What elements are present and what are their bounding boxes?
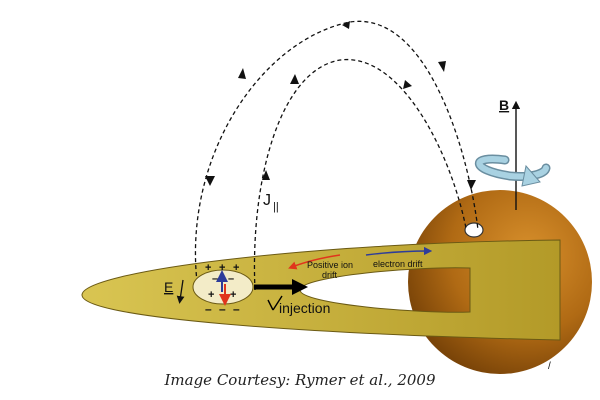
field-line-arrowhead <box>205 176 215 186</box>
field-line-arrowhead <box>467 180 476 190</box>
j-parallel-label: J <box>263 192 271 209</box>
injection-arrowhead <box>292 279 308 295</box>
injection-velocity-check <box>272 295 283 311</box>
rotation-arrowhead <box>521 164 541 187</box>
injection-velocity-check <box>267 299 274 311</box>
field-line-outer <box>194 20 479 291</box>
stray-mark: / <box>548 361 551 372</box>
e-field-arrow <box>176 279 185 304</box>
field-line-arrowhead <box>403 80 412 89</box>
b-field-label: B <box>499 97 509 113</box>
positive-ion-drift-label-2: drift <box>322 270 338 280</box>
positive-charge: + <box>208 289 214 301</box>
positive-charge: + <box>205 262 211 274</box>
positive-charge: + <box>230 289 236 301</box>
field-line-arrowhead <box>342 21 350 29</box>
field-line-arrowhead <box>262 170 270 180</box>
field-line-arrowhead <box>290 74 299 84</box>
negative-charge: – <box>212 273 218 285</box>
positive-ion-drift-label: Positive ion <box>307 260 353 270</box>
rotation-arrow-fill <box>476 156 549 180</box>
field-line-footprint <box>464 222 484 238</box>
field-line-arrowhead <box>438 61 446 72</box>
j-parallel-subscript: || <box>273 201 279 213</box>
injection-label: injection <box>279 300 330 316</box>
electron-drift-arrow <box>365 246 433 256</box>
positive-charge: + <box>219 262 225 274</box>
image-caption: Image Courtesy: Rymer et al., 2009 <box>164 371 436 389</box>
negative-charge: – <box>205 302 212 316</box>
negative-charge: – <box>219 302 226 316</box>
negative-charge: – <box>228 273 234 285</box>
positive-ion-drift-arrow <box>288 254 341 270</box>
ring-system <box>81 239 561 341</box>
positive-charge: + <box>233 262 239 274</box>
electron-drift-label: electron drift <box>373 259 423 269</box>
negative-charge: – <box>233 302 240 316</box>
field-line-inner <box>253 59 467 291</box>
e-field-label: E <box>164 279 173 295</box>
field-line-arrowhead <box>238 68 246 79</box>
